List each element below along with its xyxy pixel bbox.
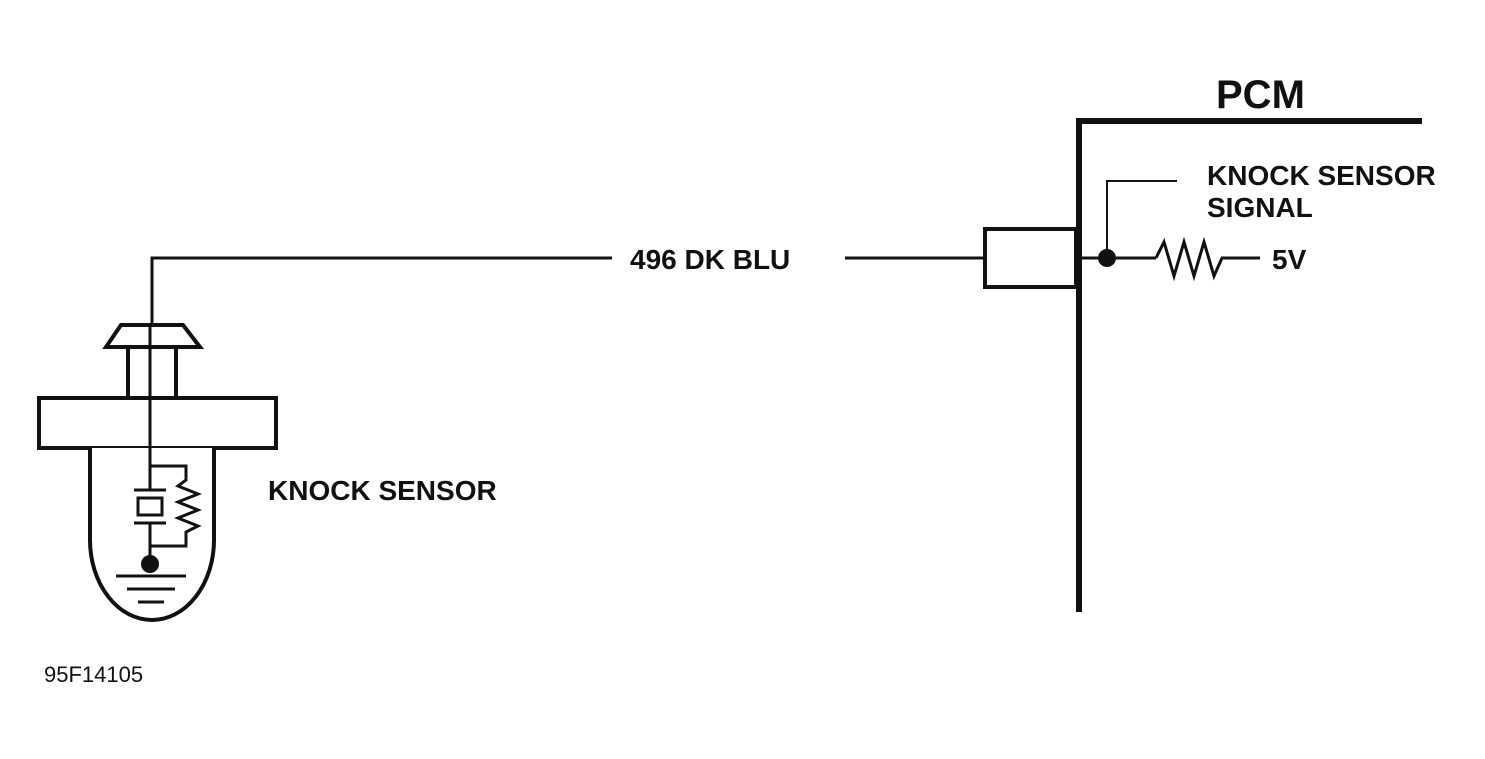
harness-wire: 496 DK BLU: [150, 244, 985, 330]
pcm-title: PCM: [1216, 73, 1305, 117]
sensor-body: [88, 448, 216, 622]
ground-junction-dot: [141, 555, 159, 573]
sensor-label: KNOCK SENSOR: [268, 475, 497, 506]
figure-reference: 95F14105: [44, 662, 143, 687]
wire-segment-left: [150, 256, 612, 330]
sensor-resistor-icon: [150, 464, 203, 548]
knock-sensor: KNOCK SENSOR: [37, 323, 497, 622]
pcm-connector: [983, 227, 1078, 289]
piezo-element-icon: [136, 496, 164, 517]
supply-voltage-label: 5V: [1272, 244, 1307, 275]
wire-label: 496 DK BLU: [630, 244, 790, 275]
sensor-neck: [126, 345, 178, 400]
pcm-module: PCM KNOCK SENSOR SIGNAL 5V: [983, 73, 1436, 612]
sensor-connector-cap: [102, 323, 205, 349]
signal-label-line2: SIGNAL: [1207, 192, 1313, 223]
pullup-resistor-icon: [1154, 236, 1260, 282]
ground-icon: [116, 574, 186, 604]
sensor-flange: [37, 396, 278, 450]
signal-label-leader: [1106, 180, 1177, 258]
signal-label-line1: KNOCK SENSOR: [1207, 160, 1436, 191]
